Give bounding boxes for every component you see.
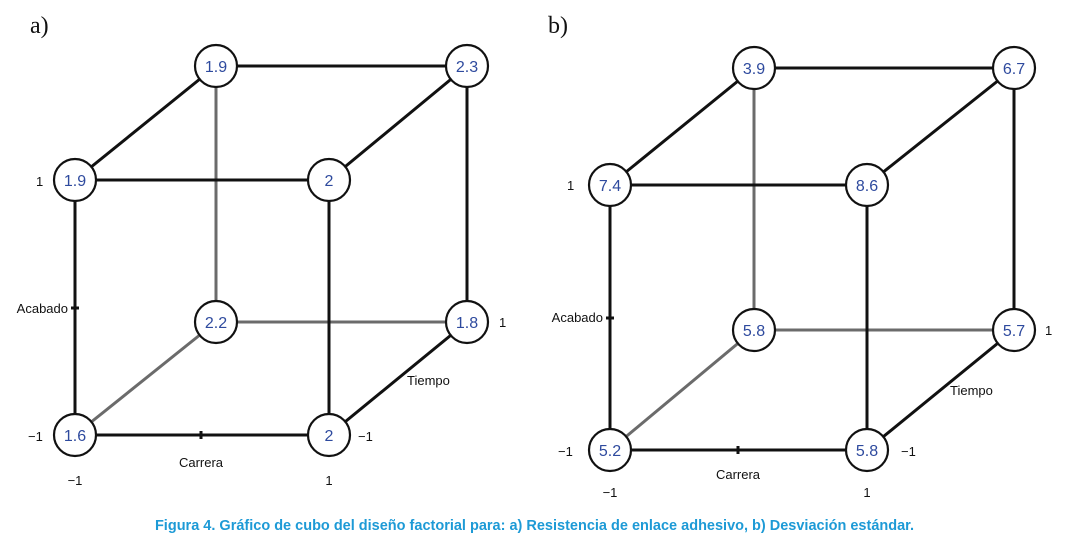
node-front-bottom-right-b: 5.8: [844, 427, 890, 473]
tick-acabado-low-b: −1: [558, 444, 573, 459]
factor-acabado-a: Acabado: [17, 301, 68, 316]
edge-depth-bottom-right-b: [866, 328, 1015, 452]
factor-carrera-b: Carrera: [716, 467, 761, 482]
factor-acabado-b: Acabado: [552, 310, 603, 325]
node-value: 1.8: [456, 315, 478, 332]
panel-label-a: a): [30, 13, 49, 39]
factor-carrera-a: Carrera: [179, 455, 224, 470]
node-value: 2.2: [205, 315, 227, 332]
tick-tiempo-high-b: 1: [1045, 323, 1052, 338]
node-value: 1.9: [205, 59, 227, 76]
edge-depth-top-left-b: [609, 66, 755, 187]
figure-caption: Figura 4. Gráfico de cubo del diseño fac…: [154, 518, 915, 534]
panel-label-b: b): [548, 13, 568, 39]
edge-back-depth-b: [609, 328, 755, 452]
node-value: 5.8: [743, 323, 765, 340]
tick-tiempo-low-b: −1: [901, 444, 916, 459]
node-value: 2: [325, 173, 334, 190]
node-back-top-right-a: 2.3: [444, 43, 490, 89]
node-back-top-right-b: 6.7: [991, 45, 1037, 91]
factor-tiempo-b: Tiempo: [950, 383, 993, 398]
tick-carrera-high-a: 1: [325, 473, 332, 488]
node-back-top-left-b: 3.9: [731, 45, 777, 91]
node-back-bottom-left-b: 5.8: [731, 307, 777, 353]
node-value: 5.2: [599, 443, 621, 460]
tick-acabado-high-b: 1: [567, 178, 574, 193]
tick-carrera-low-b: −1: [603, 485, 618, 500]
node-value: 1.9: [64, 173, 86, 190]
tick-tiempo-low-a: −1: [358, 429, 373, 444]
node-front-bottom-left-a: 1.6: [52, 412, 98, 458]
node-back-bottom-right-b: 5.7: [991, 307, 1037, 353]
node-front-top-left-a: 1.9: [52, 157, 98, 203]
edge-depth-top-right-b: [866, 66, 1015, 187]
edge-depth-top-right-a: [328, 64, 468, 182]
node-value: 7.4: [599, 178, 621, 195]
tick-carrera-low-a: −1: [68, 473, 83, 488]
node-back-bottom-right-a: 1.8: [444, 299, 490, 345]
tick-acabado-low-a: −1: [28, 429, 43, 444]
tick-carrera-high-b: 1: [863, 485, 870, 500]
factor-tiempo-a: Tiempo: [407, 373, 450, 388]
tick-tiempo-high-a: 1: [499, 315, 506, 330]
node-front-bottom-left-b: 5.2: [587, 427, 633, 473]
node-value: 5.8: [856, 443, 878, 460]
tick-acabado-high-a: 1: [36, 174, 43, 189]
node-value: 5.7: [1003, 323, 1025, 340]
node-front-top-left-b: 7.4: [587, 162, 633, 208]
node-back-top-left-a: 1.9: [193, 43, 239, 89]
node-back-bottom-left-a: 2.2: [193, 299, 239, 345]
node-value: 1.6: [64, 428, 86, 445]
node-value: 2.3: [456, 59, 478, 76]
edge-back-depth-a: [74, 320, 217, 437]
node-value: 3.9: [743, 61, 765, 78]
edge-depth-top-left-a: [74, 64, 217, 182]
node-value: 2: [325, 428, 334, 445]
node-value: 6.7: [1003, 61, 1025, 78]
node-front-bottom-right-a: 2: [306, 412, 352, 458]
cube-plot-b: b) 3.9 6.7 7.4 8.6: [548, 13, 1052, 500]
cube-plot-a: a) 1.9 2.3 1.9 2: [17, 13, 507, 488]
node-front-top-right-b: 8.6: [844, 162, 890, 208]
node-front-top-right-a: 2: [306, 157, 352, 203]
edge-depth-bottom-right-a: [328, 320, 468, 437]
node-value: 8.6: [856, 178, 878, 195]
